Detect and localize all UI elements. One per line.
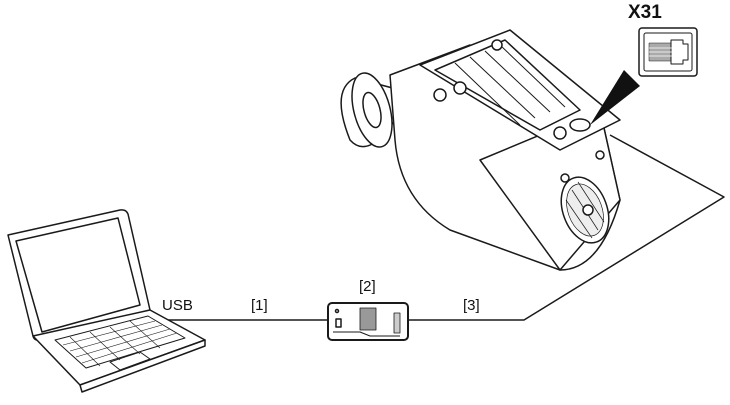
motor-with-drive-icon (340, 29, 621, 271)
cable-rj (408, 134, 725, 321)
cable-3-label: [3] (463, 297, 480, 314)
rj-port-x31-icon (638, 27, 698, 77)
interface-adapter-icon (327, 302, 409, 341)
cable-1-label: [1] (251, 297, 268, 314)
pointer-wedge (590, 70, 640, 125)
adapter-label: [2] (359, 278, 376, 295)
laptop-icon (7, 209, 206, 393)
port-label-x31: X31 (628, 2, 662, 23)
usb-label: USB (162, 297, 193, 314)
